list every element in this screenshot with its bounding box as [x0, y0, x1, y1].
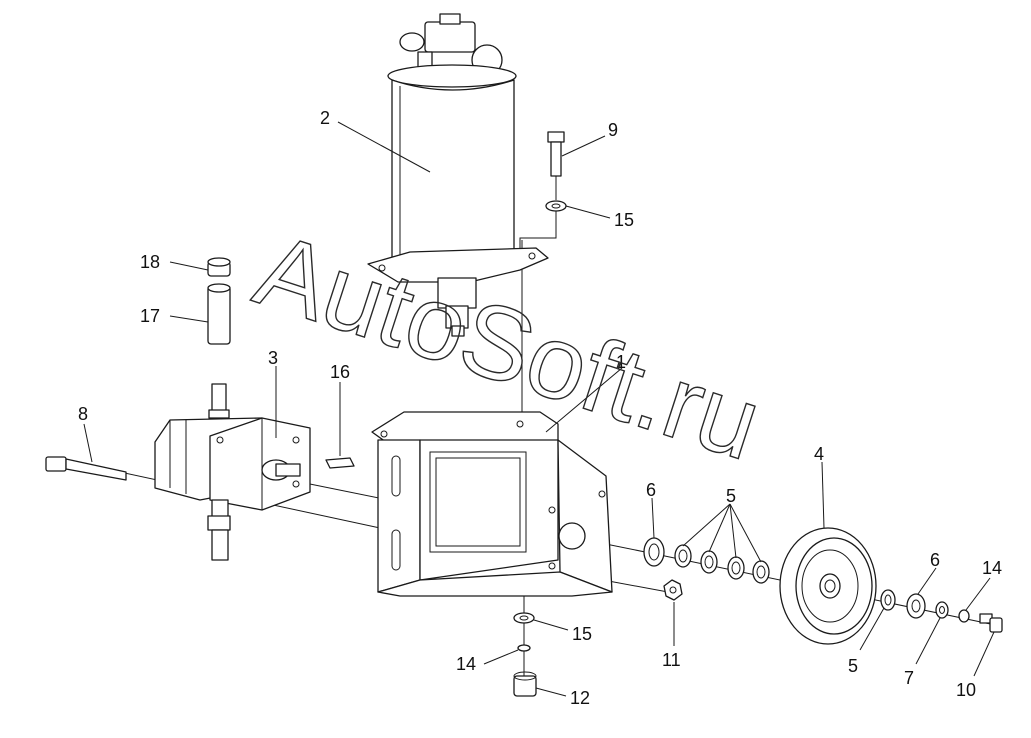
washer-15-bottom [513, 612, 535, 624]
callout-10: 10 [956, 680, 976, 700]
pump-assembly [154, 383, 311, 561]
washer-7 [935, 601, 949, 619]
pulley-4 [779, 527, 877, 645]
callout-15-bottom: 15 [572, 624, 592, 644]
callout-9: 9 [608, 120, 618, 140]
callout-8: 8 [78, 404, 88, 424]
callout-15-top: 15 [614, 210, 634, 230]
nut-11 [663, 579, 683, 601]
callout-labels: 1 2 3 4 5 5 6 6 7 8 9 10 11 12 14 14 15 … [78, 108, 1002, 708]
callout-2: 2 [320, 108, 330, 128]
callout-1: 1 [616, 352, 626, 372]
reservoir-tank [367, 13, 549, 337]
bushing-6-left [643, 537, 665, 567]
bolt-10 [979, 613, 1003, 633]
callout-14-bottom: 14 [456, 654, 476, 674]
lock-washer-14-bottom [517, 644, 531, 652]
bushing-6-right [906, 593, 926, 619]
callout-6-left: 6 [646, 480, 656, 500]
nut-12 [513, 671, 537, 697]
callout-14-right: 14 [982, 558, 1002, 578]
callout-18: 18 [140, 252, 160, 272]
lock-washer-14-right [958, 609, 970, 623]
callout-17: 17 [140, 306, 160, 326]
callout-5-left: 5 [726, 486, 736, 506]
spacer-rings-5 [674, 544, 770, 584]
leader-lines [83, 121, 995, 697]
callout-16: 16 [330, 362, 350, 382]
callout-11: 11 [662, 650, 681, 670]
cap-18 [207, 257, 231, 277]
bolt-8 [45, 456, 127, 481]
callout-12: 12 [570, 688, 590, 708]
mounting-bracket [371, 411, 613, 597]
callout-4: 4 [814, 444, 824, 464]
callout-3: 3 [268, 348, 278, 368]
callout-5-right: 5 [848, 656, 858, 676]
washer-5-right [880, 589, 896, 611]
key-16 [325, 457, 355, 469]
washer-15-top [545, 200, 567, 212]
hose-17 [207, 283, 231, 345]
bolt-9 [547, 131, 565, 177]
callout-7: 7 [904, 668, 914, 688]
callout-6-right: 6 [930, 550, 940, 570]
